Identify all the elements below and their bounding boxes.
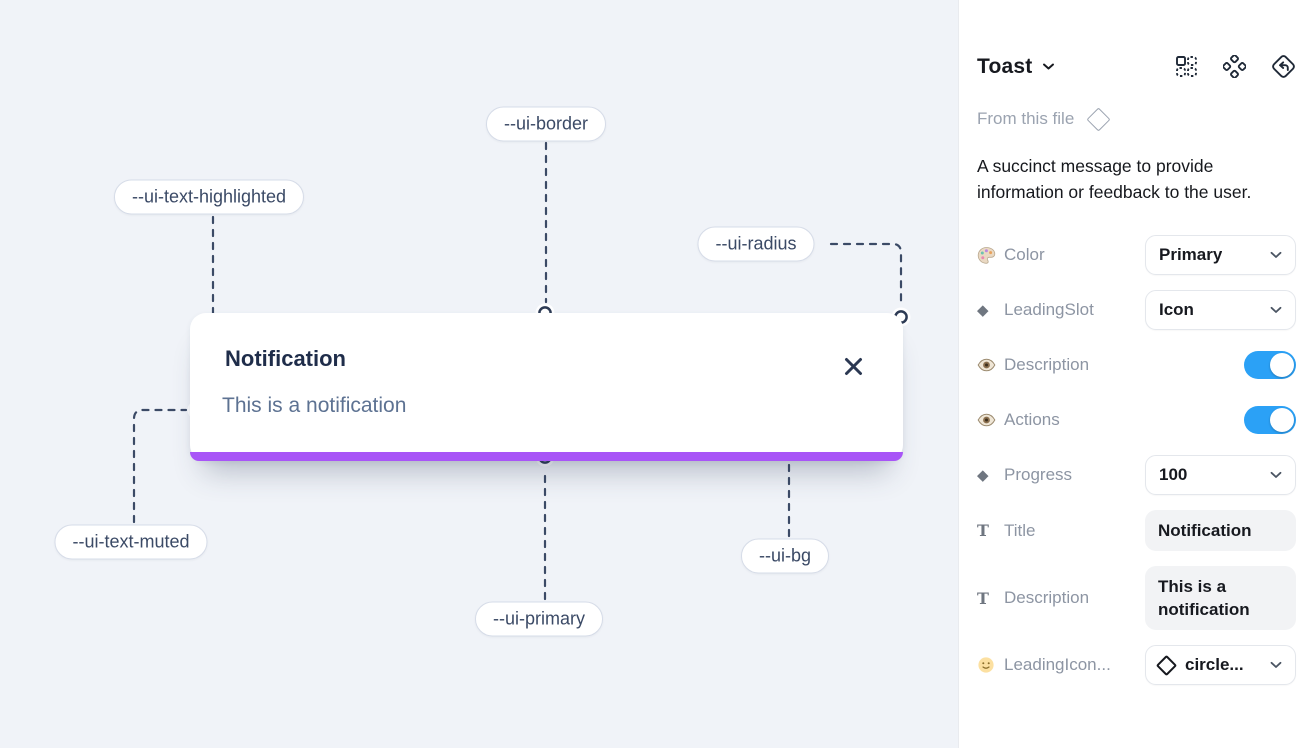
prop-row-description-toggle: Description	[977, 345, 1296, 385]
toast-description: This is a notification	[222, 394, 407, 417]
source-row: From this file	[977, 106, 1296, 132]
toast-progress-bar	[190, 452, 903, 461]
panel-header: Toast	[977, 54, 1296, 79]
component-description: A succinct message to provide informatio…	[977, 156, 1252, 202]
component-diamonds-icon[interactable]	[1223, 55, 1246, 78]
select-value: 100	[1159, 465, 1188, 484]
diamond-icon: ◆	[977, 467, 989, 484]
property-list: Color Primary ◆ LeadingSlot Icon	[977, 235, 1296, 685]
component-name[interactable]: Toast	[977, 54, 1033, 78]
eye-icon	[977, 413, 1004, 427]
prop-label: Description	[1004, 588, 1090, 607]
prop-row-leadingslot: ◆ LeadingSlot Icon	[977, 290, 1296, 330]
eye-icon	[977, 358, 1004, 372]
canvas: Notification This is a notification --ui…	[0, 0, 958, 748]
toast-preview: Notification This is a notification	[190, 313, 903, 461]
token-pill-ui-text-muted[interactable]: --ui-text-muted	[54, 524, 208, 560]
prop-row-leadingicon: LeadingIcon... circle...	[977, 645, 1296, 685]
select-value: circle...	[1185, 655, 1244, 674]
leadingicon-select[interactable]: circle...	[1145, 645, 1296, 685]
text-icon: T	[977, 588, 989, 608]
toggle-knob	[1270, 408, 1294, 432]
title-input[interactable]: Notification	[1145, 510, 1296, 551]
select-value: Primary	[1159, 245, 1223, 264]
token-pill-ui-radius[interactable]: --ui-radius	[697, 226, 815, 262]
token-pill-ui-border[interactable]: --ui-border	[485, 106, 607, 142]
token-pill-ui-primary[interactable]: --ui-primary	[475, 601, 603, 637]
prop-row-actions-toggle: Actions	[977, 400, 1296, 440]
actions-toggle[interactable]	[1244, 406, 1296, 434]
source-label: From this file	[977, 109, 1075, 128]
prop-label: LeadingIcon...	[1004, 655, 1111, 674]
select-value: Icon	[1159, 300, 1194, 319]
progress-select[interactable]: 100	[1145, 455, 1296, 495]
diamond-return-icon[interactable]	[1271, 54, 1296, 79]
prop-row-description-text: T Description This is a notification	[977, 566, 1296, 630]
diamond-icon: ◆	[977, 302, 989, 319]
toast-title: Notification	[225, 346, 346, 371]
text-icon: T	[977, 521, 989, 540]
instance-diamond-icon	[1155, 654, 1178, 676]
prop-label: LeadingSlot	[1004, 300, 1094, 319]
chevron-down-icon	[1270, 471, 1282, 479]
properties-panel: Toast	[958, 0, 1312, 748]
prop-label: Color	[1004, 245, 1045, 264]
prop-label: Description	[1004, 355, 1090, 374]
leadingslot-select[interactable]: Icon	[1145, 290, 1296, 330]
palette-icon	[977, 246, 1004, 265]
header-icons	[1175, 54, 1296, 79]
toggle-knob	[1270, 353, 1294, 377]
chevron-down-icon	[1270, 251, 1282, 259]
prop-row-progress: ◆ Progress 100	[977, 455, 1296, 495]
prop-row-color: Color Primary	[977, 235, 1296, 275]
prop-label: Progress	[1004, 465, 1073, 484]
grid-instance-icon[interactable]	[1175, 55, 1198, 78]
prop-label: Actions	[1004, 410, 1060, 429]
color-select[interactable]: Primary	[1145, 235, 1296, 275]
prop-row-title: T Title Notification	[977, 510, 1296, 551]
smiley-icon	[977, 656, 1004, 674]
description-toggle[interactable]	[1244, 351, 1296, 379]
token-pill-ui-text-highlighted[interactable]: --ui-text-highlighted	[113, 179, 305, 215]
chevron-down-icon	[1270, 661, 1282, 669]
chevron-down-icon[interactable]	[1042, 62, 1055, 71]
description-input[interactable]: This is a notification	[1145, 566, 1296, 630]
chevron-down-icon	[1270, 306, 1282, 314]
prop-label: Title	[1004, 520, 1036, 540]
toast-close-button[interactable]	[839, 352, 867, 380]
token-pill-ui-bg[interactable]: --ui-bg	[740, 538, 830, 574]
close-icon	[844, 357, 862, 375]
diamond-icon	[1086, 106, 1111, 132]
